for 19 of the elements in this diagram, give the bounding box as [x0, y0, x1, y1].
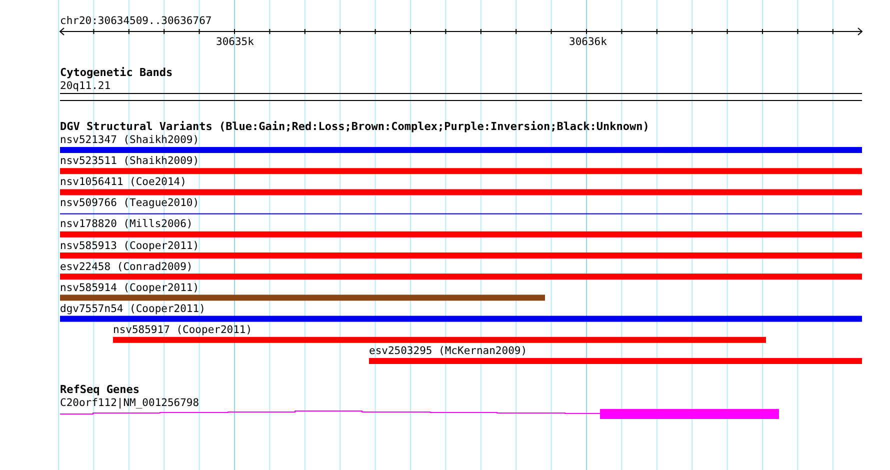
- variant-label: nsv523511 (Shaikh2009): [60, 155, 200, 168]
- variant-label: nsv1056411 (Coe2014): [60, 176, 186, 188]
- variant-label: nsv521347 (Shaikh2009): [60, 134, 200, 146]
- variant-label: nsv509766 (Teague2010): [60, 197, 200, 210]
- variant-label: nsv585913 (Cooper2011): [60, 240, 200, 252]
- variant-label: nsv178820 (Mills2006): [60, 218, 193, 230]
- variant-label: nsv585917 (Cooper2011): [113, 324, 252, 336]
- variant-label: esv2503295 (McKernan2009): [369, 345, 528, 357]
- track-title: DGV Structural Variants (Blue:Gain;Red:Loss;Brown:Complex;Purple:Inversion;Black:Unknown): [60, 121, 650, 133]
- variant-label: dgv7557n54 (Cooper2011): [60, 302, 206, 315]
- variant-label: nsv585914 (Cooper2011): [60, 282, 200, 294]
- gene-label: C20orf112|NM_001256798: [60, 397, 200, 409]
- band-label: 20q11.21: [60, 80, 111, 92]
- variant-label: esv22458 (Conrad2009): [60, 260, 193, 273]
- tick-label: 30635k: [216, 36, 254, 48]
- tick-label: 30636k: [569, 36, 607, 48]
- track-title: Cytogenetic Bands: [60, 67, 173, 79]
- coordinate-label: chr20:30634509..30636767: [60, 15, 212, 27]
- track-title: RefSeq Genes: [60, 384, 140, 396]
